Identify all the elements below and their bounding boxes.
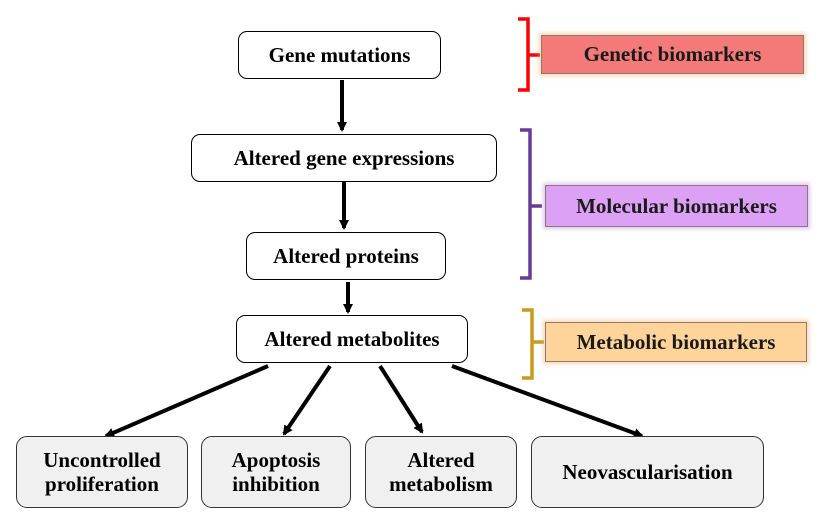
apoptosis-inhibition-node: Apoptosis inhibition	[201, 436, 351, 508]
arrow-to-neovascularisation	[451, 364, 644, 438]
arrow-to-apoptosis-inhibition	[282, 364, 332, 436]
neovascularisation-node: Neovascularisation	[531, 436, 764, 508]
metabolic-biomarkers-tag: Metabolic biomarkers	[545, 322, 807, 362]
altered-metabolites-node: Altered metabolites	[236, 315, 468, 363]
uncontrolled-proliferation-node: Uncontrolled proliferation	[16, 436, 188, 508]
uncontrolled-proliferation-label: Uncontrolled proliferation	[43, 447, 161, 496]
apoptosis-inhibition-label: Apoptosis inhibition	[231, 447, 321, 496]
altered-gene-expressions-label: Altered gene expressions	[233, 145, 455, 170]
metabolic-bracket	[522, 308, 544, 380]
altered-proteins-node: Altered proteins	[246, 232, 446, 280]
genetic-biomarkers-tag: Genetic biomarkers	[541, 35, 804, 74]
altered-proteins-label: Altered proteins	[273, 243, 419, 268]
molecular-biomarkers-label: Molecular biomarkers	[576, 193, 777, 218]
altered-metabolism-node: Altered metabolism	[365, 436, 517, 508]
gene-mutations-node: Gene mutations	[238, 31, 441, 79]
arrow-to-altered-metabolism	[378, 364, 424, 434]
gene-mutations-label: Gene mutations	[268, 42, 411, 67]
neovascularisation-label: Neovascularisation	[562, 459, 733, 484]
altered-gene-expressions-node: Altered gene expressions	[191, 134, 497, 182]
genetic-biomarkers-label: Genetic biomarkers	[583, 42, 762, 66]
molecular-bracket	[520, 128, 542, 280]
metabolic-biomarkers-label: Metabolic biomarkers	[576, 329, 776, 354]
altered-metabolism-label: Altered metabolism	[389, 447, 493, 496]
molecular-biomarkers-tag: Molecular biomarkers	[545, 185, 808, 227]
genetic-bracket	[518, 17, 540, 92]
arrow-to-uncontrolled-proliferation	[104, 364, 269, 438]
altered-metabolites-label: Altered metabolites	[264, 326, 440, 351]
